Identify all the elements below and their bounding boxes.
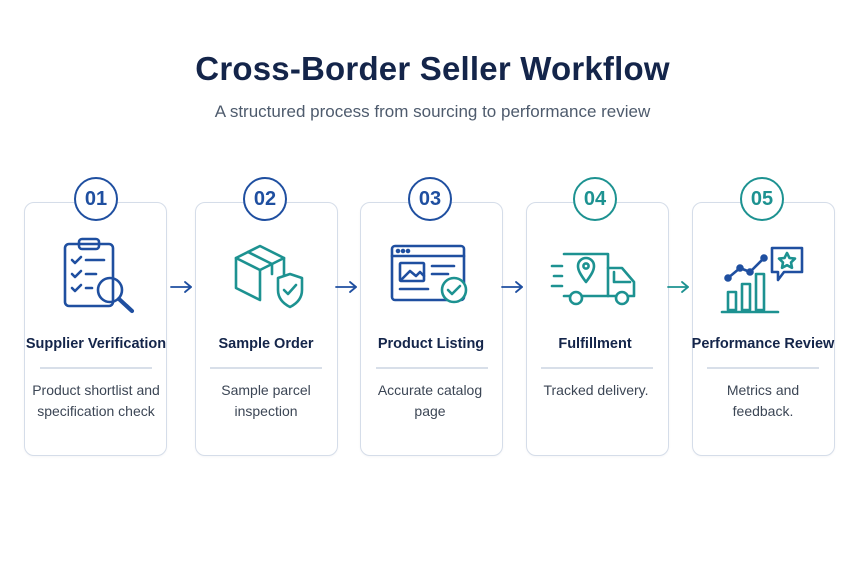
arrow-right-icon <box>170 281 192 293</box>
step-description: Sample parcel inspection <box>221 382 311 419</box>
divider <box>40 367 152 369</box>
divider <box>376 367 488 369</box>
step-card-sample-order <box>195 202 338 456</box>
step-card-product-listing <box>360 202 503 456</box>
step-title: Sample Order <box>218 336 314 352</box>
step-title: Fulfillment <box>558 336 632 352</box>
step-card-performance-review <box>692 202 835 456</box>
package-shield-icon <box>234 244 304 309</box>
step-number-badge: 05 <box>740 177 784 221</box>
step-number-badge: 04 <box>573 177 617 221</box>
page-title: Cross-Border Seller Workflow <box>195 50 670 87</box>
divider <box>210 367 322 369</box>
arrow-right-icon <box>501 281 523 293</box>
divider <box>541 367 653 369</box>
step-title: Performance Review <box>691 336 835 352</box>
step-number-badge: 03 <box>408 177 452 221</box>
step-description: Tracked delivery. <box>543 382 649 398</box>
step-number-badge: 02 <box>243 177 287 221</box>
growth-chart-star-icon <box>720 246 804 314</box>
step-title: Supplier Verification <box>25 336 167 352</box>
step-description: Product shortlist and specification chec… <box>32 382 160 419</box>
step-description: Metrics and feedback. <box>726 382 800 419</box>
step-card-fulfillment <box>526 202 669 456</box>
webpage-checkmark-icon <box>390 244 468 304</box>
arrow-right-icon <box>667 281 689 293</box>
step-title: Product Listing <box>377 336 485 352</box>
divider <box>707 367 819 369</box>
page-subtitle: A structured process from sourcing to pe… <box>214 102 651 121</box>
delivery-truck-icon <box>550 252 636 306</box>
step-number-badge: 01 <box>74 177 118 221</box>
step-description: Accurate catalog page <box>377 382 483 419</box>
arrow-right-icon <box>335 281 357 293</box>
clipboard-magnifier-icon <box>63 237 135 314</box>
